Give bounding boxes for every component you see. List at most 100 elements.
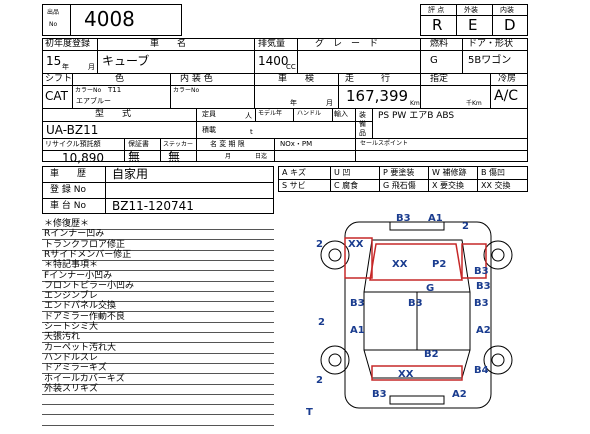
model-label: 車 名 bbox=[150, 39, 187, 49]
color-label: 色 bbox=[115, 74, 125, 84]
info-table bbox=[42, 38, 528, 162]
damage-mark: A1 bbox=[428, 213, 443, 224]
damage-mark: B3 bbox=[476, 281, 491, 292]
price-unit: 千Km bbox=[466, 100, 482, 107]
interior-value: D bbox=[504, 16, 516, 34]
legend-item: X 要交換 bbox=[432, 181, 465, 190]
note-line: シートシミ大 bbox=[44, 322, 99, 332]
damage-mark: 2 bbox=[318, 317, 325, 328]
nox-label: NOx・PM bbox=[280, 140, 313, 148]
damage-mark: A2 bbox=[452, 389, 467, 400]
disp-unit: CC bbox=[286, 63, 296, 71]
damage-mark: B3 bbox=[372, 389, 387, 400]
note-line: エンジンブレ bbox=[44, 291, 98, 302]
reg-label: 初年度登録 bbox=[45, 39, 91, 49]
insp-year-unit: 年 bbox=[290, 99, 297, 107]
fuel-value: G bbox=[430, 55, 438, 66]
note-line: Rインナー凹み bbox=[44, 229, 105, 240]
mileage-value: 167,399 bbox=[346, 87, 409, 105]
damage-mark: B3 bbox=[474, 266, 489, 277]
note-line: Fインナー小凹み bbox=[44, 270, 113, 281]
damage-mark: 2 bbox=[316, 239, 323, 250]
type-label: 型 式 bbox=[95, 109, 132, 119]
color-no-label: カラーNo bbox=[75, 87, 102, 94]
handle-label: ハンドル bbox=[297, 110, 322, 117]
history-value: 自家用 bbox=[112, 167, 149, 181]
damage-mark: B3 bbox=[350, 298, 365, 309]
score-label: 評 点 bbox=[428, 6, 445, 14]
legend-item: B 傷凹 bbox=[481, 168, 506, 177]
chassis-label: 車 台 No bbox=[50, 201, 86, 211]
lot-label-bottom: No bbox=[49, 21, 58, 28]
disp-label: 排気量 bbox=[258, 39, 286, 49]
import-label: 輸入 bbox=[334, 110, 348, 118]
damage-mark: XX bbox=[392, 259, 408, 270]
sales-label: セールスポイント bbox=[360, 140, 409, 147]
note-line: エンドパネル交換 bbox=[44, 301, 117, 312]
damage-mark: A2 bbox=[476, 325, 491, 336]
lot-box bbox=[42, 4, 182, 36]
inspection-label: 車 検 bbox=[278, 74, 315, 84]
damage-mark: XX bbox=[398, 369, 414, 380]
reg-no-label: 登 録 No bbox=[50, 185, 86, 195]
red-mark-hood bbox=[369, 243, 463, 281]
damage-mark: B3 bbox=[474, 298, 489, 309]
chassis-value: BZ11-120741 bbox=[112, 199, 194, 213]
legend-item: C 腐食 bbox=[334, 181, 359, 190]
mileage-unit: Km bbox=[410, 100, 420, 107]
warranty-label: 保証書 bbox=[128, 140, 149, 148]
nc-month-unit: 月 bbox=[225, 153, 232, 160]
damage-mark: XX bbox=[348, 239, 364, 250]
note-line: ドアミラーキズ bbox=[44, 363, 107, 374]
history-block bbox=[42, 166, 274, 214]
model-code: UA-BZ11 bbox=[46, 123, 99, 137]
displacement: 1400 bbox=[258, 54, 289, 68]
body-label: ドア・形状 bbox=[468, 39, 514, 49]
note-line: カーペット汚れ大 bbox=[44, 342, 117, 353]
insp-month-unit: 月 bbox=[326, 99, 333, 107]
capacity-unit: 人 bbox=[245, 112, 252, 120]
body-value: 5Bワゴン bbox=[468, 55, 512, 66]
legend-item: A キズ bbox=[282, 168, 307, 177]
recycle-label: リサイクル預託額 bbox=[45, 140, 101, 148]
interior-label: 内装 bbox=[500, 6, 514, 14]
damage-mark: B3 bbox=[408, 298, 423, 309]
damage-mark: G bbox=[426, 283, 435, 294]
color-name: エアブルー bbox=[76, 97, 111, 105]
legend-item: P 要塗装 bbox=[383, 168, 415, 177]
history-label: 車 歴 bbox=[50, 169, 87, 179]
red-mark-right bbox=[461, 243, 487, 279]
grade-label: グ レ ー ド bbox=[315, 39, 379, 49]
red-mark-front bbox=[344, 237, 373, 279]
damage-mark: B4 bbox=[474, 365, 489, 376]
damage-mark: T bbox=[306, 407, 313, 418]
legend-item: W 補修跡 bbox=[432, 168, 467, 177]
reg-month-unit: 月 bbox=[88, 63, 95, 71]
interior-color-no-label: カラーNo bbox=[173, 87, 200, 94]
price-label: 指定 bbox=[430, 74, 449, 84]
damage-mark: 2 bbox=[462, 221, 469, 232]
note-line: 天張汚れ bbox=[44, 332, 81, 343]
load-label: 積載 bbox=[202, 126, 216, 134]
reg-year: 15 bbox=[46, 54, 62, 68]
shift-value: CAT bbox=[45, 89, 68, 103]
legend-item: G 飛石傷 bbox=[383, 181, 416, 190]
damage-mark: P2 bbox=[432, 259, 447, 270]
damage-mark: 2 bbox=[316, 375, 323, 386]
lot-label-top: 出品 bbox=[47, 9, 60, 16]
ac-value: A/C bbox=[494, 88, 519, 104]
exterior-value: E bbox=[468, 16, 478, 34]
nc-day-unit: 日迄 bbox=[255, 153, 268, 160]
note-line: トランクフロア修正 bbox=[44, 239, 126, 250]
shift-label: シフト bbox=[45, 74, 73, 84]
equip-label: 装備品 bbox=[359, 111, 366, 137]
note-line: ホイールカバーキズ bbox=[44, 373, 125, 384]
model-name: キューブ bbox=[102, 54, 150, 68]
recycle-value: 10,890 bbox=[62, 151, 104, 165]
note-line: ハンドルスレ bbox=[44, 352, 99, 363]
lot-number: 4008 bbox=[84, 7, 135, 31]
equipment: PS PW エアB ABS bbox=[378, 111, 455, 121]
color-no: T11 bbox=[108, 86, 122, 94]
legend-item: S サビ bbox=[282, 181, 306, 190]
capacity-label: 定員 bbox=[202, 110, 216, 118]
